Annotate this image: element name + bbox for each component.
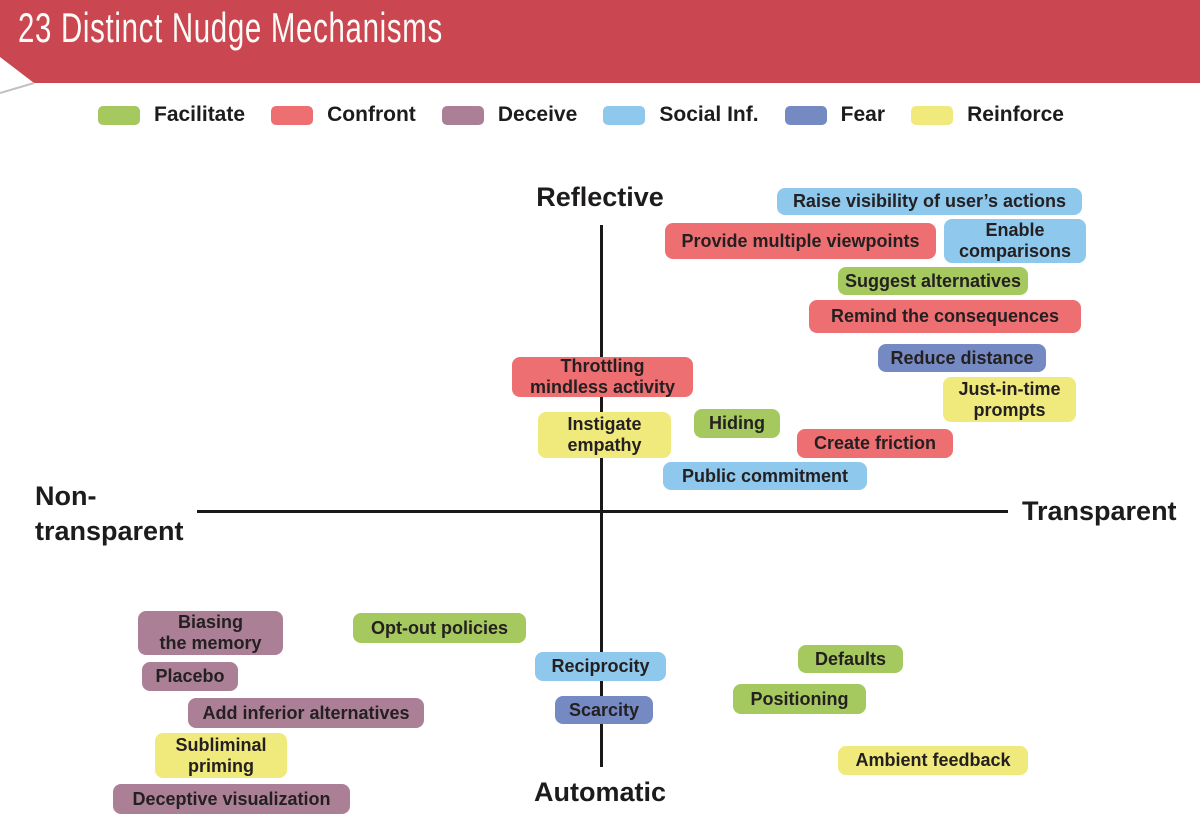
nudge-badge-social: Enable comparisons <box>944 219 1086 263</box>
axis-label-transparent: Transparent <box>1022 496 1177 526</box>
legend-item-fear: Fear <box>784 103 886 127</box>
nudge-badge-deceive: Placebo <box>142 662 238 691</box>
legend-item-facilitate: Facilitate <box>98 103 245 127</box>
nudge-badge-facilitate: Defaults <box>798 645 903 673</box>
legend-label: Facilitate <box>154 103 246 126</box>
axis-label-non-transparent: Non- transparent <box>35 481 184 546</box>
legend-item-reinforce: Reinforce <box>911 103 1064 127</box>
nudge-badge-facilitate: Positioning <box>733 684 866 714</box>
deceive-color-swatch <box>441 105 484 125</box>
legend-label: Confront <box>327 103 416 126</box>
fear-color-swatch <box>784 105 827 125</box>
legend-label: Reinforce <box>967 103 1064 126</box>
vertical-axis-line <box>600 225 603 767</box>
legend-label: Social Inf. <box>659 103 759 126</box>
nudge-badge-confront: Provide multiple viewpoints <box>665 223 936 259</box>
nudge-badge-reinforce: Instigate empathy <box>538 412 671 458</box>
nudge-badge-deceive: Biasing the memory <box>138 611 283 655</box>
nudge-badge-reinforce: Subliminal priming <box>155 733 287 778</box>
nudge-badge-facilitate: Hiding <box>694 409 780 438</box>
nudge-badge-confront: Remind the consequences <box>809 300 1081 333</box>
nudge-badge-fear: Scarcity <box>555 696 653 724</box>
facilitate-color-swatch <box>98 105 140 125</box>
reinforce-color-swatch <box>911 105 954 125</box>
confront-color-swatch <box>271 105 314 125</box>
social-color-swatch <box>603 105 646 125</box>
nudge-badge-facilitate: Suggest alternatives <box>838 267 1028 295</box>
nudge-badge-fear: Reduce distance <box>878 344 1046 372</box>
axis-label-automatic: Automatic <box>533 777 666 807</box>
nudge-badge-social: Public commitment <box>663 462 867 490</box>
nudge-badge-facilitate: Opt-out policies <box>353 613 526 643</box>
legend-label: Deceive <box>497 103 578 126</box>
nudge-badge-reinforce: Just-in-time prompts <box>943 377 1076 422</box>
nudge-badge-confront: Throttling mindless activity <box>512 356 693 397</box>
nudge-badge-social: Raise visibility of user’s actions <box>777 188 1082 215</box>
nudge-badge-confront: Create friction <box>797 429 953 458</box>
axis-label-reflective: Reflective <box>536 182 664 212</box>
horizontal-axis-line <box>197 510 1008 513</box>
legend: Facilitate Confront Deceive Social Inf. Fear… <box>98 101 1064 129</box>
nudge-badge-deceive: Add inferior alternatives <box>188 698 424 728</box>
page-title: 23 Distinct Nudge Mechanisms <box>18 4 443 51</box>
legend-label: Fear <box>840 103 886 126</box>
nudge-badge-deceive: Deceptive visualization <box>113 784 350 814</box>
title-banner: 23 Distinct Nudge Mechanisms <box>0 0 1200 83</box>
ribbon-fold-corner <box>0 57 35 94</box>
nudge-badge-reinforce: Ambient feedback <box>838 746 1028 775</box>
legend-item-social: Social Inf. <box>603 103 759 127</box>
legend-item-confront: Confront <box>271 103 416 127</box>
nudge-badge-social: Reciprocity <box>535 652 666 681</box>
legend-item-deceive: Deceive <box>441 103 578 127</box>
